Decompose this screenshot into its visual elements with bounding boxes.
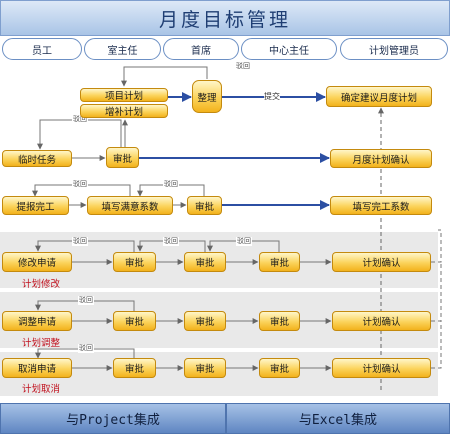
label-return-modify-b: 驳回 — [163, 237, 179, 246]
role-employee: 员工 — [2, 38, 82, 60]
node-adjust-approve-a: 审批 — [113, 311, 156, 331]
label-return-modify-a: 驳回 — [72, 237, 88, 246]
node-modify-approve-b: 审批 — [184, 252, 226, 272]
node-approve-1: 审批 — [106, 147, 139, 168]
node-monthly-confirm: 月度计划确认 — [330, 149, 432, 168]
node-cancel-approve-a: 审批 — [113, 358, 156, 378]
node-modify-confirm: 计划确认 — [332, 252, 431, 272]
label-return-cancel: 驳回 — [78, 344, 94, 353]
node-cancel-approve-c: 审批 — [259, 358, 300, 378]
node-organize: 整理 — [192, 80, 222, 113]
node-temp-task: 临时任务 — [2, 150, 72, 167]
node-supplement-plan: 增补计划 — [80, 104, 168, 118]
node-fill-completion: 填写完工系数 — [330, 196, 432, 215]
footer-excel-integration[interactable]: 与Excel集成 — [226, 403, 450, 434]
node-modify-approve-a: 审批 — [113, 252, 156, 272]
node-adjust-request: 调整申请 — [2, 311, 72, 331]
node-report-done: 提报完工 — [2, 196, 69, 215]
node-cancel-confirm: 计划确认 — [332, 358, 431, 378]
role-plan-admin: 计划管理员 — [340, 38, 448, 60]
label-return-satisfaction: 驳回 — [163, 180, 179, 189]
label-return-report: 驳回 — [72, 180, 88, 189]
label-return-adjust: 驳回 — [78, 296, 94, 305]
role-center-director: 中心主任 — [241, 38, 337, 60]
page-title: 月度目标管理 — [0, 0, 450, 36]
label-return-modify-c: 驳回 — [236, 237, 252, 246]
label-return-temp: 驳回 — [72, 115, 88, 124]
node-fill-satisfaction: 填写满意系数 — [87, 196, 173, 215]
node-adjust-approve-b: 审批 — [184, 311, 226, 331]
node-cancel-request: 取消申请 — [2, 358, 72, 378]
node-approve-2: 审批 — [187, 196, 222, 215]
node-cancel-approve-b: 审批 — [184, 358, 226, 378]
node-confirm-proposal: 确定建议月度计划 — [326, 86, 432, 107]
node-modify-approve-c: 审批 — [259, 252, 300, 272]
node-adjust-approve-c: 审批 — [259, 311, 300, 331]
stage-plan-cancel: 计划取消 — [22, 384, 61, 395]
role-chief: 首席 — [163, 38, 239, 60]
footer-project-integration[interactable]: 与Project集成 — [0, 403, 226, 434]
node-project-plan: 项目计划 — [80, 88, 168, 102]
stage-plan-modify: 计划修改 — [22, 279, 61, 290]
node-modify-request: 修改申请 — [2, 252, 72, 272]
node-adjust-confirm: 计划确认 — [332, 311, 431, 331]
label-return-organize: 驳回 — [235, 62, 251, 71]
role-office-director: 室主任 — [84, 38, 161, 60]
label-submit: 提交 — [264, 92, 280, 102]
stage-plan-adjust: 计划调整 — [22, 338, 61, 349]
